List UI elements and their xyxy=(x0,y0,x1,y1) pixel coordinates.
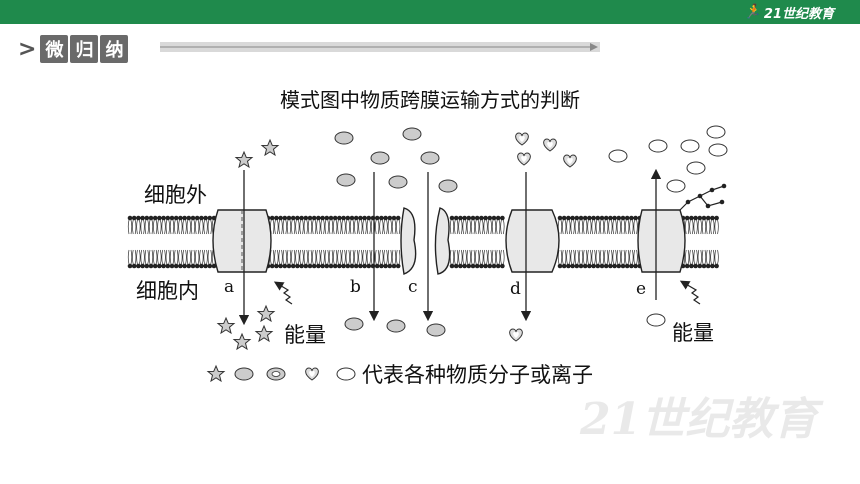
heart-molecule xyxy=(563,154,577,168)
star-molecule xyxy=(255,325,273,342)
inside-label: 细胞内 xyxy=(136,279,199,303)
white-oval-molecule xyxy=(608,149,628,163)
white-oval-molecule xyxy=(666,179,686,193)
section-arrow-rule xyxy=(160,42,600,52)
oval-molecule xyxy=(336,173,356,187)
star-molecule xyxy=(235,151,253,168)
svg-text:21世纪教育: 21世纪教育 xyxy=(579,394,824,445)
white-oval-molecule xyxy=(648,139,668,153)
star-molecule xyxy=(257,305,275,322)
oval-molecule xyxy=(370,151,390,165)
energy-squiggles xyxy=(273,280,701,305)
channel-label-e: e xyxy=(636,279,646,299)
channel-label-c: c xyxy=(408,277,418,297)
legend-oval-grey xyxy=(234,367,254,381)
diagram-title: 模式图中物质跨膜运输方式的判断 xyxy=(280,88,580,112)
channel-label-d: d xyxy=(510,279,521,299)
phospholipid-bilayer xyxy=(127,215,719,269)
energy-squiggle-e xyxy=(679,280,701,305)
heart-molecule xyxy=(517,152,531,166)
oval-molecule xyxy=(386,319,406,333)
heart-molecule xyxy=(543,138,557,152)
protein-d xyxy=(505,209,560,273)
energy-label-a: 能量 xyxy=(284,323,326,347)
top-bar: 🏃 21世纪教育 xyxy=(0,0,860,24)
legend-oval-white xyxy=(336,367,356,381)
oval-molecule xyxy=(388,175,408,189)
star-molecule xyxy=(261,139,279,156)
chevron-right-icon: > xyxy=(18,36,37,62)
white-oval-molecule xyxy=(680,139,700,153)
oval-molecule xyxy=(344,317,364,331)
star-molecule xyxy=(217,317,235,334)
section-char-1: 微 xyxy=(40,35,69,63)
heart-molecule xyxy=(515,132,529,146)
protein-a xyxy=(212,209,272,273)
white-oval-molecule xyxy=(646,313,666,327)
white-oval-molecule xyxy=(706,125,726,139)
legend-oval-ring xyxy=(266,367,286,381)
oval-molecule xyxy=(402,127,422,141)
white-oval-molecule xyxy=(708,143,728,157)
oval-molecule xyxy=(334,131,354,145)
watermark-logo: 21世纪教育 xyxy=(579,394,824,445)
oval-molecule xyxy=(438,179,458,193)
logo-text: 21世纪教育 xyxy=(763,6,834,22)
legend-star xyxy=(207,365,225,382)
legend-heart xyxy=(305,367,319,381)
section-char-3: 纳 xyxy=(100,35,129,63)
protein-e xyxy=(637,209,686,273)
logo: 🏃 21世纪教育 xyxy=(743,2,834,22)
energy-squiggle-a xyxy=(273,281,293,305)
channel-c-left xyxy=(400,207,417,275)
branched-chain xyxy=(679,185,725,211)
channel-c-right xyxy=(434,207,451,275)
oval-molecule xyxy=(426,323,446,337)
channel-label-b: b xyxy=(350,277,361,297)
oval-molecule xyxy=(420,151,440,165)
channel-label-a: a xyxy=(224,277,234,297)
section-header: > 微 归 纳 xyxy=(18,34,130,64)
star-molecule xyxy=(233,333,251,350)
section-char-2: 归 xyxy=(70,35,99,63)
legend-text: 代表各种物质分子或离子 xyxy=(362,363,593,387)
white-oval-molecule xyxy=(686,161,706,175)
heart-molecule xyxy=(509,328,523,342)
molecules xyxy=(207,125,728,382)
energy-label-e: 能量 xyxy=(672,321,714,345)
transport-arrows xyxy=(238,168,662,326)
runner-icon: 🏃 xyxy=(743,4,761,20)
membrane-proteins xyxy=(212,207,686,275)
outside-label: 细胞外 xyxy=(144,183,207,207)
